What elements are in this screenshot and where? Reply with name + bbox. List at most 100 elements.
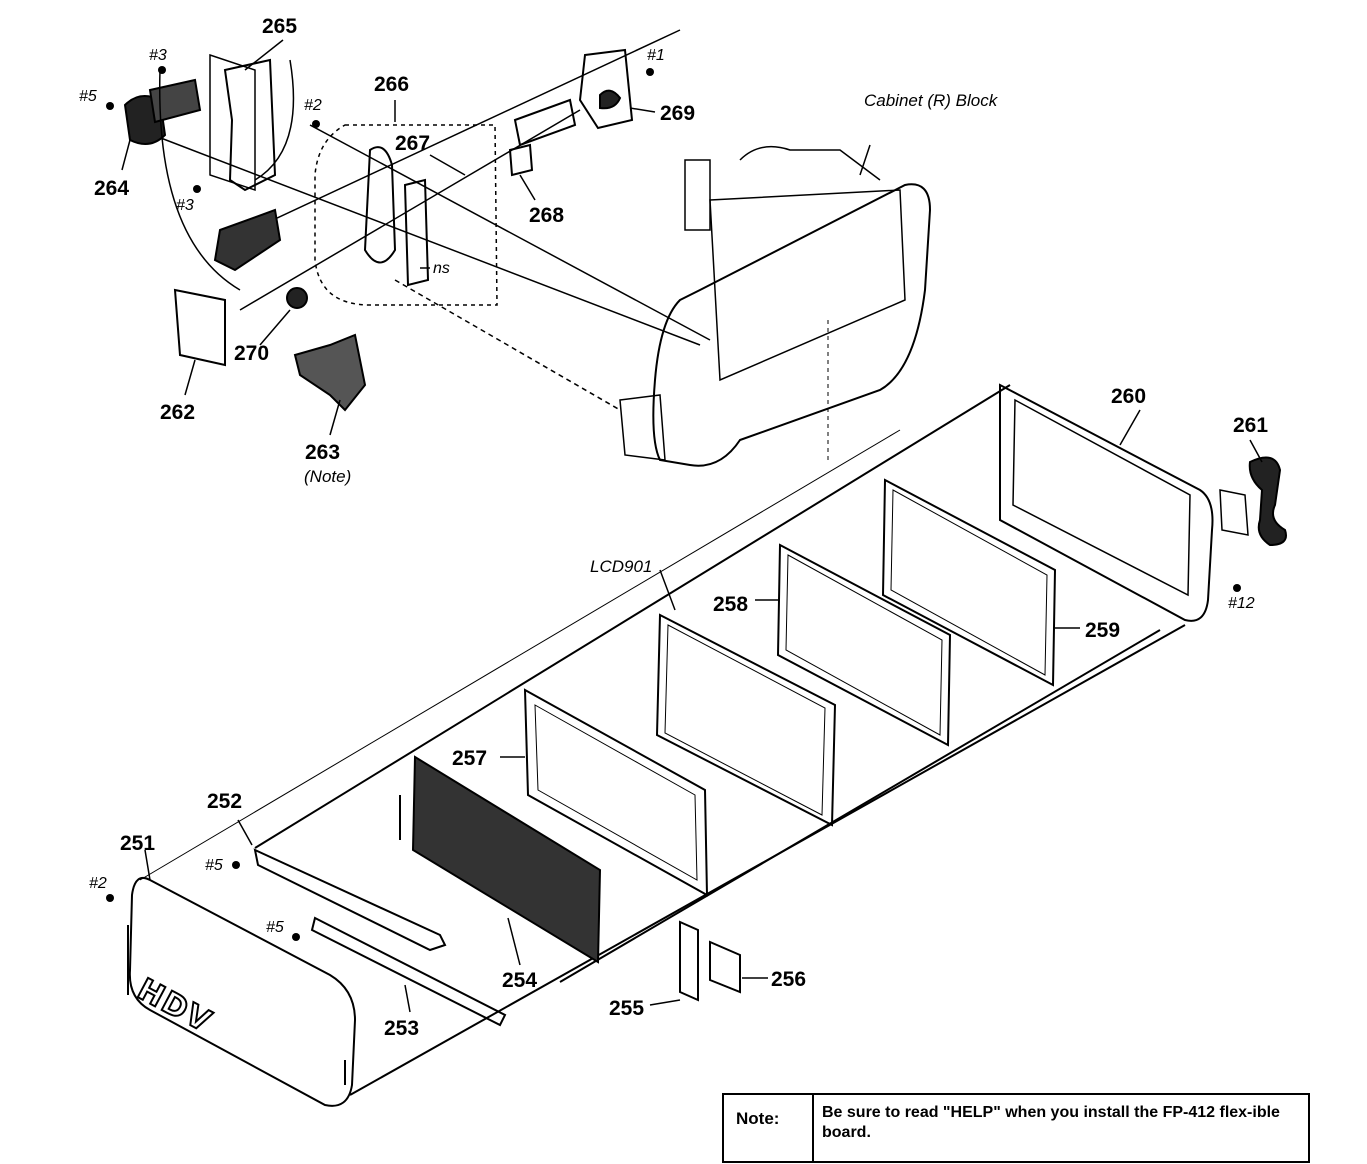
lcd901-inner xyxy=(664,624,826,816)
screw-icon xyxy=(232,861,240,869)
part-label-266: 266 xyxy=(374,73,410,96)
screw-label-3-upper: #3 xyxy=(149,47,167,64)
part-label-270: 270 xyxy=(234,342,270,365)
guide-line xyxy=(394,279,621,411)
part-267-plate xyxy=(403,178,430,287)
label-ns: ns xyxy=(433,260,450,277)
guide-line xyxy=(139,429,901,881)
part-265-outline xyxy=(158,69,241,291)
screw-icon xyxy=(158,66,166,74)
part-263-board xyxy=(293,333,367,412)
part-255 xyxy=(679,920,699,1002)
leader-line xyxy=(237,819,253,846)
part-259-inner xyxy=(890,489,1048,676)
leader-line xyxy=(659,569,676,611)
screw-label-5-mid: #5 xyxy=(205,857,223,874)
leader-line xyxy=(649,999,681,1006)
part-label-257: 257 xyxy=(452,747,488,770)
part-label-256: 256 xyxy=(771,968,807,991)
part-267 xyxy=(363,146,397,264)
screw-icon xyxy=(312,120,320,128)
part-253-bracket xyxy=(310,916,507,1027)
part-265-lower xyxy=(213,208,282,272)
cabinet-r-block xyxy=(652,183,932,467)
part-254-board xyxy=(411,755,602,964)
screw-icon xyxy=(106,894,114,902)
part-label-261: 261 xyxy=(1233,414,1269,437)
part-258-sheet xyxy=(776,543,952,747)
screw-label-3-lower: #3 xyxy=(176,197,194,214)
guide-line xyxy=(559,629,1161,983)
part-256 xyxy=(709,940,741,994)
part-268 xyxy=(513,98,577,147)
leader-line xyxy=(1119,409,1141,446)
screw-icon xyxy=(646,68,654,76)
screw-label-5-upper: #5 xyxy=(79,88,97,105)
part-label-252: 252 xyxy=(207,790,243,813)
part-264-grille xyxy=(148,78,202,124)
leader-line xyxy=(507,917,521,966)
part-266-group-box xyxy=(314,124,498,306)
part-label-254: 254 xyxy=(502,969,538,992)
cabinet-block-label: Cabinet (R) Block xyxy=(864,91,998,110)
part-label-262: 262 xyxy=(160,401,196,424)
note-divider xyxy=(812,1095,814,1161)
leader-line xyxy=(629,107,656,113)
part-260-frame xyxy=(999,383,1214,622)
part-260-inner xyxy=(1012,398,1191,597)
screw-label-2-upper: #2 xyxy=(304,97,322,114)
note-box: Note: Be sure to read "HELP" when you in… xyxy=(722,1093,1310,1163)
part-265 xyxy=(223,58,277,192)
part-label-265: 265 xyxy=(262,15,298,38)
part-label-269: 269 xyxy=(660,102,696,125)
part-252-bracket xyxy=(253,848,447,952)
part-259-sheet xyxy=(881,478,1057,687)
leader-line xyxy=(259,309,291,346)
part-261-bracket xyxy=(1219,489,1249,536)
part-label-264: 264 xyxy=(94,177,130,200)
part-265-outline xyxy=(254,59,295,181)
part-label-251: 251 xyxy=(120,832,156,855)
part-label-268: 268 xyxy=(529,204,565,227)
part-label-258: 258 xyxy=(713,593,749,616)
part-label-263: 263 xyxy=(305,441,341,464)
part-251-panel xyxy=(128,876,357,1107)
screw-label-5-lower: #5 xyxy=(266,919,284,936)
leader-line xyxy=(1249,439,1263,463)
guide-line xyxy=(309,124,711,341)
screw-icon xyxy=(292,933,300,941)
part-268-tab xyxy=(508,143,534,177)
leader-line xyxy=(519,174,536,201)
screw-icon xyxy=(1233,584,1241,592)
part-label-267: 267 xyxy=(395,132,431,155)
cabinet-tab xyxy=(684,159,711,231)
part-270 xyxy=(286,287,308,309)
note-heading: Note: xyxy=(736,1109,780,1128)
cabinet-inner xyxy=(709,189,906,382)
part-265-plate xyxy=(209,53,256,192)
screw-icon xyxy=(106,102,114,110)
note-text: Be sure to read "HELP" when you install … xyxy=(822,1104,1280,1141)
part-label-259: 259 xyxy=(1085,619,1121,642)
part-258-inner xyxy=(785,554,943,736)
note-reference: (Note) xyxy=(304,467,352,486)
leader-line xyxy=(404,984,411,1013)
leader-line xyxy=(244,39,284,71)
part-269-knob xyxy=(599,89,622,110)
part-257-inner xyxy=(534,704,698,881)
screw-label-1: #1 xyxy=(647,47,665,64)
part-269 xyxy=(578,48,634,130)
screw-label-2-lower: #2 xyxy=(89,875,107,892)
screw-label-12: #12 xyxy=(1228,595,1255,612)
part-label-255: 255 xyxy=(609,997,645,1020)
lcd901-panel xyxy=(655,613,837,827)
leader-line xyxy=(859,144,871,176)
leader-line xyxy=(121,139,131,171)
leader-line xyxy=(144,849,151,881)
guide-line xyxy=(254,384,1011,849)
guide-line xyxy=(139,129,701,346)
guide-line xyxy=(229,29,681,241)
part-label-260: 260 xyxy=(1111,385,1147,408)
cabinet-foot xyxy=(619,394,666,461)
